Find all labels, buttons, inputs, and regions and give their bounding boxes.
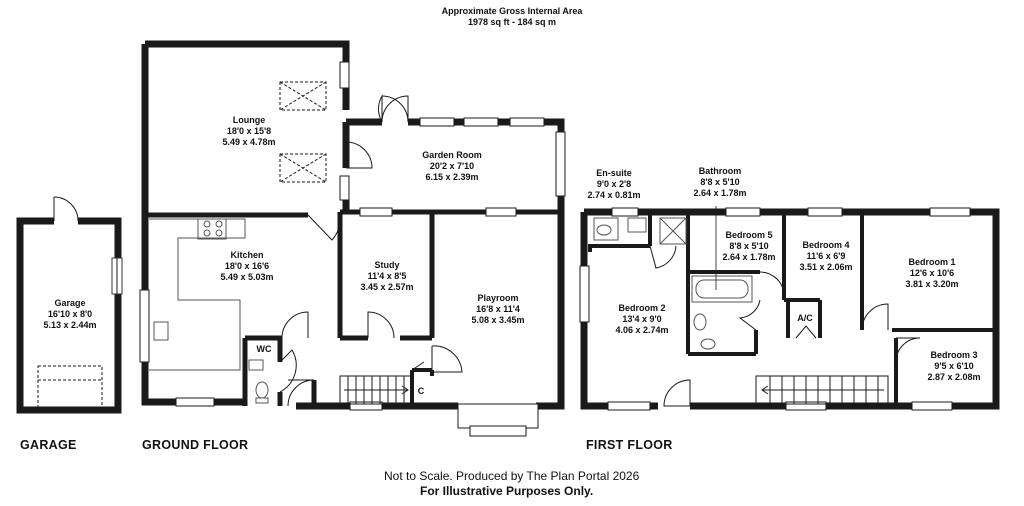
area-title: Approximate Gross Internal Area: [441, 6, 583, 16]
room-name: Bedroom 4: [802, 240, 850, 250]
room-name: Garage: [54, 298, 86, 308]
room-label-bedroom-4: Bedroom 4 11'6 x 6'9 3.51 x 2.06m: [792, 240, 860, 273]
room-dimension-metric: 2.74 x 0.81m: [587, 190, 641, 200]
floor-label-ground: GROUND FLOOR: [142, 438, 249, 452]
room-label-study: Study 11'4 x 8'5 3.45 x 2.57m: [344, 260, 430, 293]
area-value: 1978 sq ft - 184 sq m: [467, 17, 557, 27]
kitchen-units: [149, 218, 246, 371]
room-dimension-imperial: 16'8 x 11'4: [476, 304, 520, 314]
room-label-garage: Garage 16'10 x 8'0 5.13 x 2.44m: [30, 298, 110, 331]
room-dimension-metric: 5.49 x 4.78m: [222, 137, 276, 147]
garage-door: [53, 196, 79, 222]
room-name: Kitchen: [230, 250, 264, 260]
room-name: Study: [374, 260, 400, 270]
room-dimension-imperial: 20'2 x 7'10: [429, 161, 475, 171]
floor-label-garage: GARAGE: [20, 438, 77, 452]
room-label-bedroom-2: Bedroom 2 13'4 x 9'0 4.06 x 2.74m: [604, 303, 680, 336]
room-dimension-metric: 5.49 x 5.03m: [220, 272, 274, 282]
ground-floor-windows: [139, 61, 566, 437]
garage-walls: [16, 217, 123, 414]
bathroom-fittings: [593, 217, 753, 350]
room-dimension-imperial: 8'8 x 5'10: [700, 177, 740, 187]
room-label-bedroom-3: Bedroom 3 9'5 x 6'10 2.87 x 2.08m: [916, 350, 992, 383]
room-dimension-metric: 4.06 x 2.74m: [615, 325, 669, 335]
room-dimension-metric: 5.13 x 2.44m: [43, 320, 97, 330]
room-dimension-imperial: 8'8 x 5'10: [729, 241, 769, 251]
room-name: Bedroom 2: [618, 303, 666, 313]
room-dimension-metric: 2.87 x 2.08m: [927, 372, 981, 382]
room-label-playroom: Playroom 16'8 x 11'4 5.08 x 3.45m: [448, 293, 548, 326]
floor-label-first: FIRST FLOOR: [586, 438, 673, 452]
room-name: Bedroom 3: [930, 350, 978, 360]
garage-up-and-over-door: [37, 365, 103, 409]
room-label-garden-room: Garden Room 20'2 x 7'10 6.15 x 2.39m: [400, 150, 504, 183]
room-name: Bathroom: [698, 166, 742, 176]
first-floor-stairs: [755, 375, 889, 405]
footer-disclaimer: Not to Scale. Produced by The Plan Porta…: [384, 469, 640, 483]
wc-fittings: [248, 359, 269, 404]
room-label-bedroom-1: Bedroom 1 12'6 x 10'6 3.81 x 3.20m: [892, 257, 972, 290]
room-label-bedroom-5: Bedroom 5 8'8 x 5'10 2.64 x 1.78m: [716, 230, 782, 263]
ground-floor-stairs: [339, 375, 413, 405]
room-name: Garden Room: [422, 150, 482, 160]
first-floor-doors: [649, 245, 921, 407]
room-dimension-imperial: 16'10 x 8'0: [47, 309, 93, 319]
room-label-airing-cupboard: A/C: [797, 313, 813, 323]
room-dimension-metric: 6.15 x 2.39m: [425, 172, 479, 182]
lounge-skylights: [279, 81, 327, 183]
room-name: Lounge: [232, 115, 266, 125]
room-dimension-imperial: 11'4 x 8'5: [367, 271, 407, 281]
room-label-lounge: Lounge 18'0 x 15'8 5.49 x 4.78m: [194, 115, 304, 148]
room-label-wc: WC: [256, 344, 272, 354]
room-dimension-imperial: 18'0 x 16'6: [224, 261, 270, 271]
room-dimension-metric: 2.64 x 1.78m: [693, 188, 747, 198]
room-dimension-metric: 5.08 x 3.45m: [471, 315, 525, 325]
room-dimension-imperial: 9'5 x 6'10: [934, 361, 974, 371]
room-dimension-metric: 3.51 x 2.06m: [799, 262, 853, 272]
room-name: Playroom: [477, 293, 519, 303]
ground-floor-doors: [279, 94, 463, 407]
room-dimension-metric: 3.81 x 3.20m: [905, 279, 959, 289]
first-floor-windows: [579, 207, 971, 411]
room-label-cupboard: C: [417, 386, 425, 396]
room-dimension-imperial: 12'6 x 10'6: [909, 268, 955, 278]
room-dimension-metric: 3.45 x 2.57m: [360, 282, 414, 292]
room-dimension-imperial: 18'0 x 15'8: [226, 126, 272, 136]
room-dimension-imperial: 11'6 x 6'9: [806, 251, 846, 261]
room-name: Bedroom 1: [908, 257, 956, 267]
room-label-bathroom: Bathroom 8'8 x 5'10 2.64 x 1.78m: [680, 166, 760, 199]
room-label-kitchen: Kitchen 18'0 x 16'6 5.49 x 5.03m: [192, 250, 302, 283]
room-label-en-suite: En-suite 9'0 x 2'8 2.74 x 0.81m: [578, 168, 650, 201]
room-name: En-suite: [596, 168, 632, 178]
ground-floor-walls: [141, 40, 565, 410]
room-name: Bedroom 5: [725, 230, 773, 240]
room-dimension-imperial: 9'0 x 2'8: [596, 179, 632, 189]
area-heading: Approximate Gross Internal Area 1978 sq …: [412, 6, 612, 28]
room-dimension-imperial: 13'4 x 9'0: [622, 314, 662, 324]
room-dimension-metric: 2.64 x 1.78m: [722, 252, 776, 262]
footer-illustrative-note: For Illustrative Purposes Only.: [420, 484, 594, 498]
